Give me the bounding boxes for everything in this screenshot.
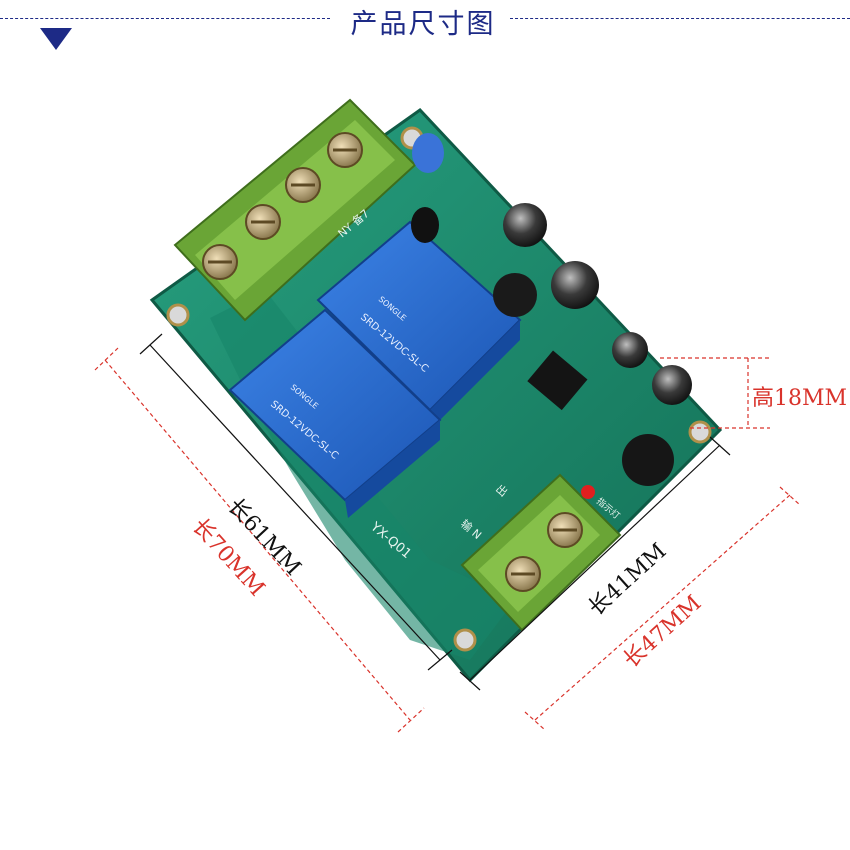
transistor-icon [411, 207, 439, 243]
mount-hole-icon [688, 420, 712, 444]
capacitor-icon [612, 332, 648, 368]
header-line-right [510, 18, 850, 19]
terminal-block-2pin [460, 473, 622, 632]
blue-capacitor-icon [412, 133, 444, 173]
dimension-line-18mm [660, 357, 770, 429]
inductor-icon [622, 434, 674, 486]
mount-hole-icon [166, 303, 190, 327]
capacitors [411, 133, 692, 499]
dimension-line-41mm [459, 436, 731, 691]
page-title: 产品尺寸图 [350, 9, 496, 40]
dimension-line-61mm [139, 333, 453, 671]
dimension-label-18mm: 高18MM [752, 386, 848, 411]
relay-1: SRD-12VDC-SL-C SONGLE [316, 220, 522, 428]
dimension-line-47mm [524, 486, 801, 731]
inductor-icon [493, 273, 537, 317]
capacitor-icon [551, 261, 599, 309]
ic-chip-icon [527, 350, 588, 411]
capacitor-icon [652, 365, 692, 405]
dimension-line-70mm [94, 347, 425, 733]
led-icon [581, 485, 595, 499]
header-line-left [0, 18, 330, 19]
terminal-block-4pin [173, 98, 417, 322]
capacitor-icon [503, 203, 547, 247]
header-pointer-icon [40, 28, 72, 50]
mount-hole-icon [453, 628, 477, 652]
